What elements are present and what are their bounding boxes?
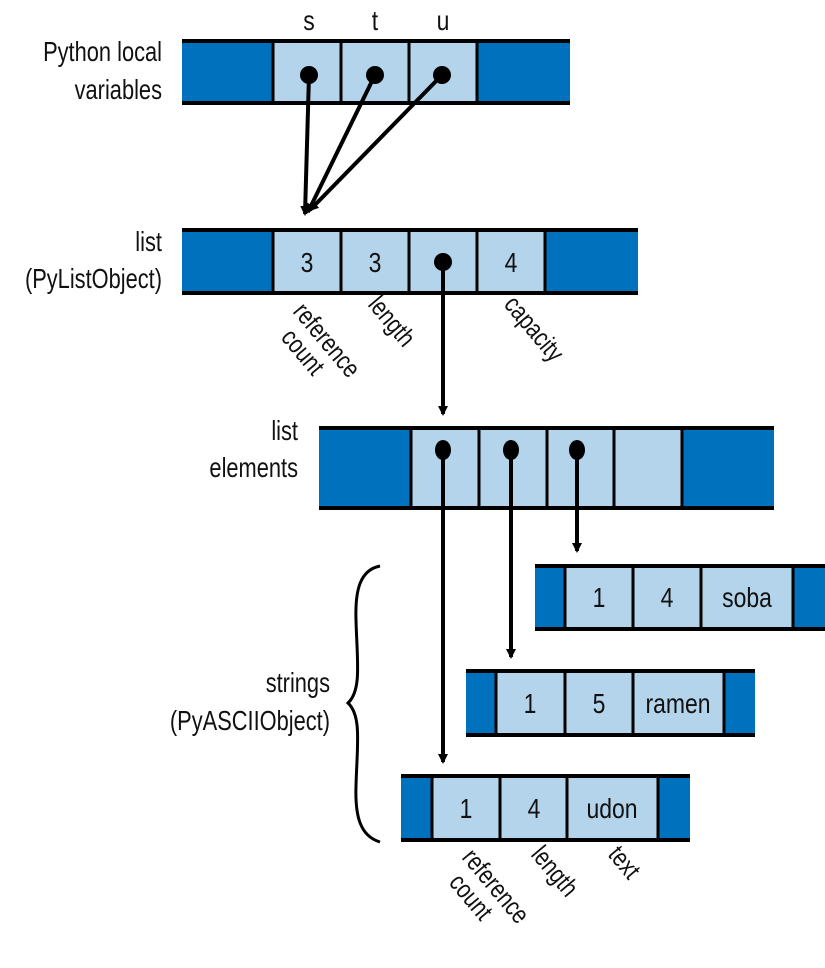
string-object-ramen: 1 5 ramen [466,669,755,737]
ramen-refcount: 1 [524,689,537,720]
pointer-dot-element-1 [503,440,519,460]
locals-label-line1: Python local [43,36,162,67]
soba-text: soba [722,583,772,614]
curly-brace [345,564,381,844]
soba-refcount: 1 [593,583,606,614]
soba-length: 4 [661,583,674,614]
string-label-length: length [526,840,584,902]
list-cell-refcount [273,230,341,293]
list-label-capacity: capacity [499,290,570,367]
locals-header-left [182,41,273,103]
pointer-t [306,74,377,214]
elements-slot-2 [547,428,614,508]
elements-header-right [682,428,774,508]
list-header-right [545,230,638,293]
var-name-s: s [303,6,314,37]
list-cell-length [341,230,409,293]
string-object-udon: 1 4 udon [401,774,690,842]
list-length-value: 3 [369,248,382,279]
ramen-length: 5 [593,689,606,720]
pointer-dot-element-0 [435,440,451,460]
list-field-labels: reference count length capacity [276,290,570,383]
strings-label-line2: (PyASCIIObject) [170,705,330,736]
elements-header-left [319,428,411,508]
list-capacity-value: 4 [505,248,518,279]
udon-refcount: 1 [460,794,473,825]
locals-pointers [300,73,444,216]
locals-header-right [477,41,570,103]
elements-label-line2: elements [209,452,298,483]
elements-slot-3 [614,428,682,508]
elements-label-line1: list [271,415,298,446]
list-header-left [182,230,273,293]
list-label-line1: list [135,226,162,257]
string-object-soba: 1 4 soba [535,564,825,631]
strings-label-line1: strings [266,667,330,698]
pointer-dot-items [434,253,452,271]
string-field-labels: reference count length text [444,840,647,929]
list-elements-row [319,426,774,510]
list-object-row: 3 3 4 [182,228,638,295]
pointer-dot-s [300,66,318,84]
ramen-text: ramen [645,689,710,720]
string-label-text: text [603,840,647,884]
var-name-u: u [437,6,450,37]
list-refcount-value: 3 [301,248,314,279]
var-name-t: t [372,6,378,37]
pointer-s [300,74,311,216]
pointer-dot-t [366,66,384,84]
list-label-line2: (PyListObject) [25,263,162,294]
pointer-dot-element-2 [569,440,585,460]
locals-row: s t u [182,6,570,105]
list-label-length: length [363,290,421,352]
udon-length: 4 [528,794,541,825]
locals-label-line2: variables [75,74,162,105]
list-cell-capacity [477,230,545,293]
udon-text: udon [586,794,637,825]
pointer-dot-u [433,66,451,84]
pointer-u [308,73,444,212]
